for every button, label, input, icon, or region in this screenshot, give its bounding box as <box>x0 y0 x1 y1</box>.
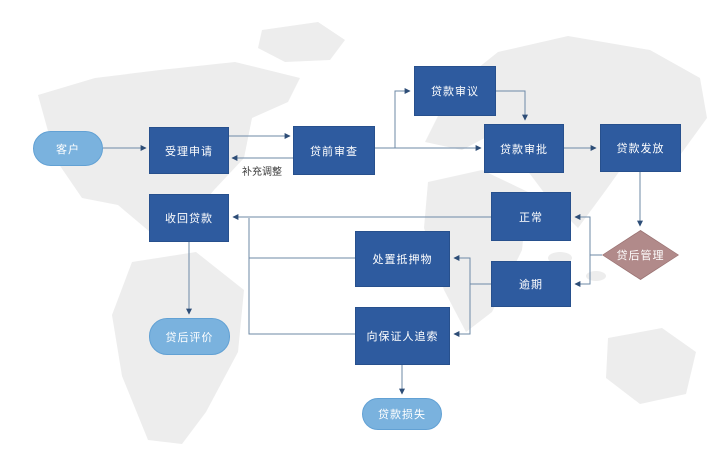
node-overdue-label: 逾期 <box>519 279 543 291</box>
edge-review-branch-to-deliberation <box>394 88 411 148</box>
node-post-loan-evaluation[interactable]: 贷后评价 <box>149 318 230 355</box>
edge-label-supplement-adjustment: 补充调整 <box>242 167 282 178</box>
edge-overdue-to-guarantor <box>453 284 471 337</box>
map-greenland <box>258 22 345 62</box>
node-customer-label: 客户 <box>56 143 80 156</box>
node-post-loan-evaluation-label: 贷后评价 <box>165 331 214 344</box>
node-loan-approval-label: 贷款审批 <box>500 143 548 156</box>
edge-deliberation-to-approval <box>496 90 528 121</box>
map-asia <box>448 36 707 228</box>
node-loan-loss[interactable]: 贷款损失 <box>362 398 442 430</box>
node-normal-label: 正常 <box>519 211 543 224</box>
map-australia <box>606 328 696 404</box>
node-loan-deliberation-label: 贷款审议 <box>431 86 479 98</box>
node-dispose-collateral-label: 处置抵押物 <box>372 254 433 266</box>
node-pre-loan-review[interactable]: 贷前审查 <box>293 126 375 175</box>
node-loan-loss-label: 贷款损失 <box>378 409 426 421</box>
node-loan-approval[interactable]: 贷款审批 <box>484 124 564 173</box>
edge-dispose-to-recover <box>248 218 355 259</box>
node-accept-application[interactable]: 受理申请 <box>149 127 229 174</box>
node-loan-deliberation[interactable]: 贷款审议 <box>414 66 496 116</box>
edge-management-to-overdue <box>574 255 591 287</box>
node-normal[interactable]: 正常 <box>491 192 571 241</box>
node-pre-loan-review-label: 贷前审查 <box>310 145 358 158</box>
node-loan-disbursement[interactable]: 贷款发放 <box>600 124 681 172</box>
node-loan-disbursement-label: 贷款发放 <box>616 143 665 155</box>
node-pursue-guarantor[interactable]: 向保证人追索 <box>355 307 450 365</box>
node-recover-loan[interactable]: 收回贷款 <box>149 194 229 242</box>
map-island-2 <box>586 271 606 281</box>
node-overdue[interactable]: 逾期 <box>491 261 571 307</box>
node-recover-loan-label: 收回贷款 <box>165 213 213 225</box>
edge-guarantor-to-recover <box>248 258 355 335</box>
node-customer[interactable]: 客户 <box>33 131 103 166</box>
node-post-loan-management[interactable]: 贷后管理 <box>602 230 679 280</box>
node-dispose-collateral[interactable]: 处置抵押物 <box>355 231 450 287</box>
node-pursue-guarantor-label: 向保证人追索 <box>366 331 439 343</box>
node-post-loan-management-label: 贷后管理 <box>616 250 665 262</box>
edge-management-to-normal <box>574 214 602 256</box>
edge-overdue-to-dispose <box>453 255 491 285</box>
node-accept-application-label: 受理申请 <box>165 145 213 158</box>
